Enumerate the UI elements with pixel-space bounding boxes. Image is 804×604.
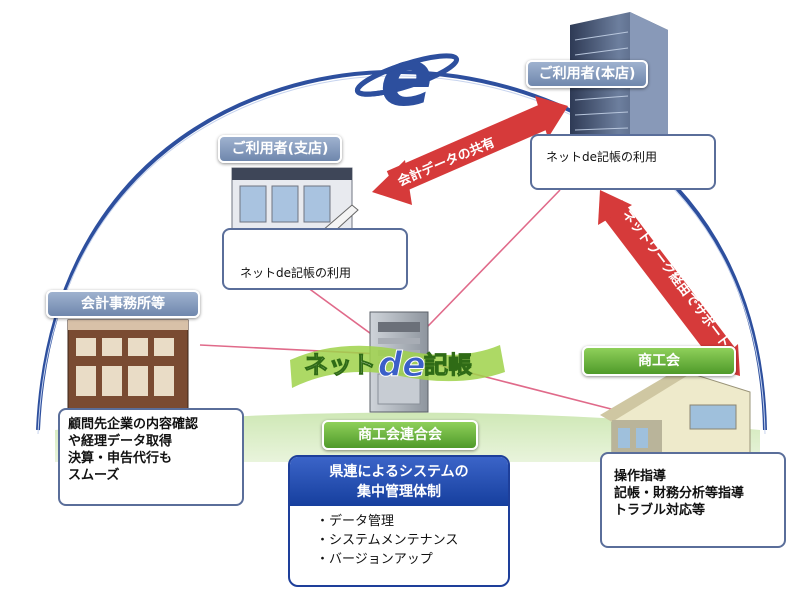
- internet-e-icon: e: [354, 34, 460, 124]
- central-item: ・バージョンアップ: [316, 552, 433, 567]
- logo-text-mid: de: [378, 345, 425, 385]
- head-office-caption: ネットde記帳の利用: [546, 150, 658, 164]
- branch-office-caption: ネットde記帳の利用: [240, 266, 352, 280]
- accountant-line: 決算・申告代行も: [68, 451, 173, 466]
- central-item: ・データ管理: [316, 514, 395, 529]
- branch-office-label: ご利用者(支店): [218, 135, 342, 163]
- svg-text:e: e: [380, 34, 433, 124]
- central-management-title: 県連によるシステムの 集中管理体制: [290, 457, 508, 506]
- accountant-line: 顧問先企業の内容確認: [68, 417, 199, 432]
- chamber-callout: 操作指導 記帳・財務分析等指導 トラブル対応等: [600, 452, 786, 548]
- logo-text-pre: ネット: [304, 351, 376, 379]
- central-item: ・システムメンテナンス: [316, 533, 459, 548]
- network-arc: [36, 69, 767, 431]
- office-building-icon: [67, 319, 189, 411]
- head-office-label: ご利用者(本店): [526, 60, 648, 88]
- chamber-line: トラブル対応等: [614, 503, 706, 518]
- accountant-callout: 顧問先企業の内容確認 や経理データ取得 決算・申告代行も スムーズ: [58, 408, 244, 506]
- logo-text-post: 記帳: [424, 351, 472, 379]
- head-office-callout: ネットde記帳の利用: [530, 134, 716, 190]
- central-management-list: ・データ管理 ・システムメンテナンス ・バージョンアップ: [290, 506, 508, 569]
- central-management-box: 県連によるシステムの 集中管理体制 ・データ管理 ・システムメンテナンス ・バー…: [288, 455, 510, 587]
- chamber-label: 商工会: [582, 346, 736, 376]
- accountant-label: 会計事務所等: [46, 290, 200, 318]
- accountant-line: スムーズ: [68, 468, 120, 483]
- accountant-line: や経理データ取得: [68, 434, 173, 449]
- central-title-line-2: 集中管理体制: [357, 484, 441, 500]
- branch-office-callout: ネットde記帳の利用: [222, 228, 408, 290]
- support-label: ネットワーク経由でサポート: [619, 207, 733, 352]
- chamber-line: 記帳・財務分析等指導: [614, 486, 745, 501]
- chamber-line: 操作指導: [614, 469, 667, 484]
- house-icon: [600, 368, 751, 456]
- federation-label: 商工会連合会: [322, 420, 478, 450]
- central-title-line-1: 県連によるシステムの: [329, 464, 469, 480]
- logo-ribbon: ネット de 記帳: [290, 345, 505, 388]
